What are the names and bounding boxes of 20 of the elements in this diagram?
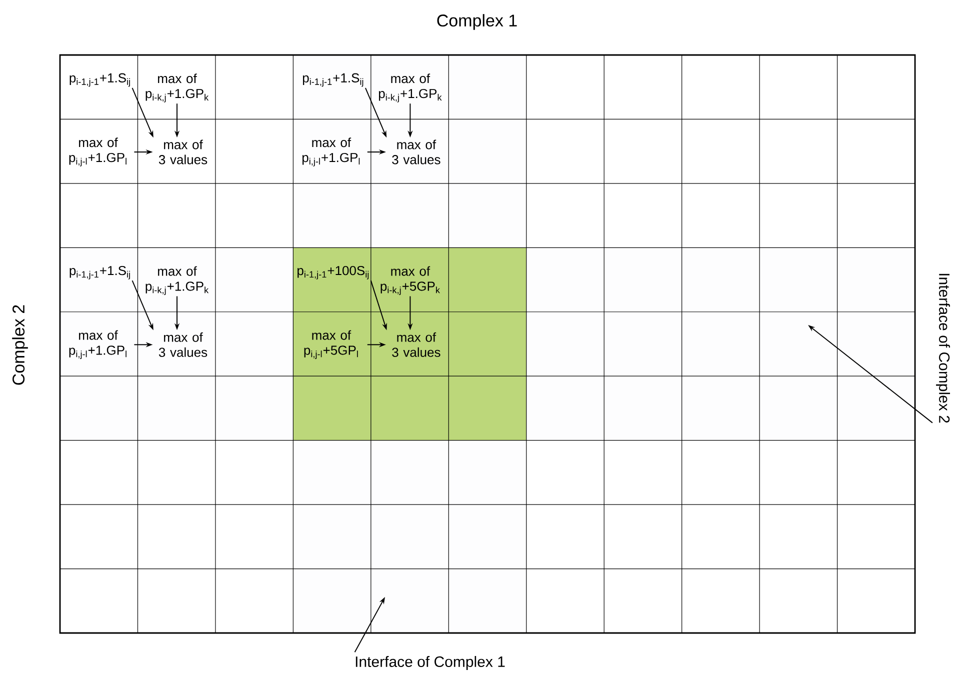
- cell-text: max of p$_{i,j-l}$+1.GP$_{l}$: [69, 138, 126, 166]
- axis-title: Complex 2: [12, 305, 28, 385]
- cell-text: p$_{i-1,j-1}$+100S$_{ij}$: [298, 266, 369, 280]
- cell-text: p$_{i-1,j-1}$+1.S$_{ij}$: [70, 266, 130, 280]
- callout-text: Interface of Complex 2: [936, 274, 950, 423]
- cell-text: max of p$_{i,j-l}$+5GP$_{l}$: [304, 330, 358, 360]
- axis-title: Complex 1: [437, 14, 517, 30]
- cell-text: max of p$_{i-k,j}$+1.GP$_{k}$: [378, 74, 442, 102]
- cell-text: max of p$_{i-k,j}$+1.GP$_{k}$: [146, 74, 209, 102]
- cell-text: max of 3 values: [392, 332, 440, 357]
- cell-text: max of p$_{i,j-l}$+1.GP$_{l}$: [302, 138, 360, 166]
- cell-text: max of 3 values: [158, 332, 208, 357]
- cell-text: max of p$_{i,j-l}$+1.GP$_{l}$: [69, 330, 126, 360]
- cell-text: max of 3 values: [158, 140, 208, 164]
- cell-text: p$_{i-1,j-1}$+1.S$_{ij}$: [302, 73, 364, 87]
- cell-text: p$_{i-1,j-1}$+1.S$_{ij}$: [70, 73, 130, 87]
- callout-text: Interface of Complex 1: [356, 656, 505, 670]
- cell-text: max of 3 values: [392, 140, 440, 164]
- cell-text: max of p$_{i-k,j}$+1.GP$_{k}$: [146, 266, 209, 296]
- cell-text: max of p$_{i-k,j}$+5GP$_{k}$: [380, 266, 440, 296]
